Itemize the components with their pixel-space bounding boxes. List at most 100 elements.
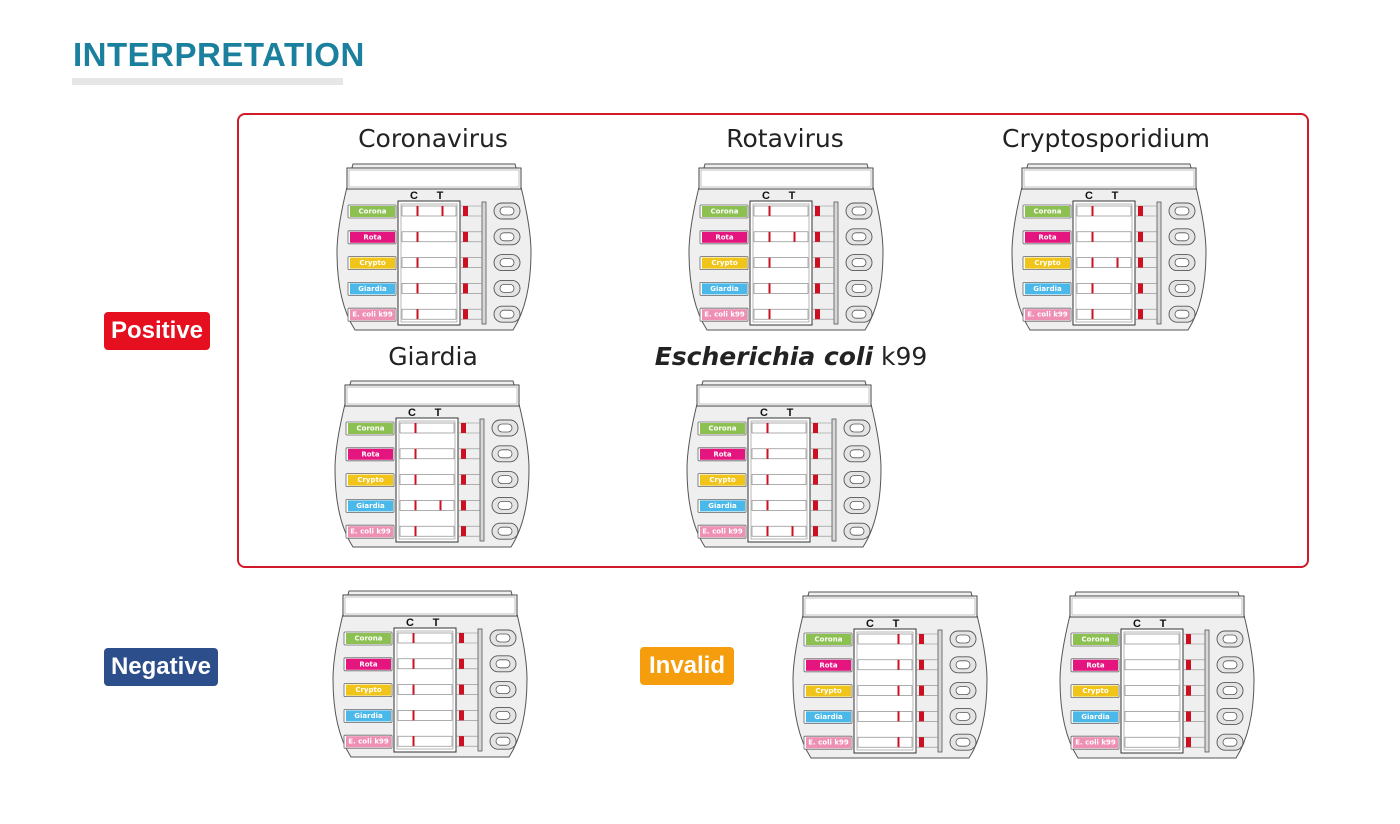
side-marker bbox=[815, 283, 820, 294]
side-marker bbox=[815, 309, 820, 320]
result-row: Rota bbox=[803, 656, 977, 674]
result-row: Corona bbox=[697, 419, 871, 437]
control-line bbox=[416, 257, 419, 268]
side-marker bbox=[1138, 231, 1143, 242]
test-line-label: T bbox=[437, 190, 444, 202]
control-line bbox=[766, 474, 769, 485]
strip-lane bbox=[399, 500, 455, 511]
control-line bbox=[416, 309, 419, 320]
result-row: Rota bbox=[699, 228, 873, 246]
test-line-label: T bbox=[787, 407, 794, 419]
row-label: Rota bbox=[363, 233, 382, 241]
test-line-label: T bbox=[435, 407, 442, 419]
device-window bbox=[802, 595, 978, 618]
sample-well-hole bbox=[955, 712, 971, 721]
test-line-label: T bbox=[1160, 618, 1167, 630]
sample-well-hole bbox=[849, 449, 865, 459]
row-label: Corona bbox=[711, 208, 739, 216]
result-row: Giardia bbox=[803, 707, 977, 725]
strip-frame-inner bbox=[1075, 203, 1133, 323]
row-label-chip bbox=[702, 257, 747, 269]
device-window-inner bbox=[1071, 597, 1243, 616]
test-line-label: T bbox=[433, 617, 440, 629]
strip-lane bbox=[1124, 633, 1180, 645]
side-marker bbox=[1138, 257, 1143, 268]
result-row: Corona bbox=[347, 202, 521, 220]
result-row: Crypto bbox=[345, 471, 519, 489]
row-label: Giardia bbox=[358, 285, 387, 293]
result-row: E. coli k99 bbox=[343, 732, 517, 750]
row-label-chip bbox=[1073, 737, 1118, 749]
test-line bbox=[793, 231, 796, 242]
sample-well-hole bbox=[499, 284, 515, 293]
result-row: Giardia bbox=[697, 496, 871, 514]
sample-well-hole bbox=[497, 526, 513, 536]
sample-well-hole bbox=[851, 206, 867, 216]
row-label: E. coli k99 bbox=[808, 739, 849, 747]
test-line bbox=[897, 659, 900, 670]
side-marker bbox=[1186, 659, 1191, 670]
control-line bbox=[414, 474, 417, 485]
strip-frame-inner bbox=[750, 420, 808, 540]
sample-well-hole bbox=[955, 686, 971, 695]
control-line bbox=[412, 633, 415, 643]
result-row: Crypto bbox=[347, 254, 521, 272]
control-line-label: C bbox=[1085, 190, 1093, 202]
strip-lane bbox=[397, 684, 453, 695]
sample-well-hole bbox=[499, 258, 515, 267]
row-label-chip bbox=[1073, 711, 1118, 723]
sample-well-hole bbox=[497, 475, 513, 484]
control-line-label: C bbox=[410, 190, 418, 202]
test-line-label: T bbox=[789, 190, 796, 202]
strip-lane bbox=[1124, 736, 1180, 748]
result-row: Giardia bbox=[1022, 279, 1196, 297]
row-label-chip bbox=[346, 658, 391, 670]
strip-lane bbox=[399, 448, 455, 460]
device-side-bar bbox=[479, 418, 485, 542]
row-label: Rota bbox=[819, 661, 838, 669]
row-label-chip bbox=[702, 309, 747, 321]
side-marker bbox=[815, 206, 820, 216]
row-label: Rota bbox=[1086, 661, 1105, 669]
row-label-chip bbox=[700, 423, 745, 434]
sample-well-hole bbox=[495, 633, 511, 643]
test-line bbox=[439, 500, 442, 511]
control-line-label: C bbox=[866, 618, 874, 630]
result-row: Rota bbox=[697, 445, 871, 463]
control-line bbox=[768, 309, 771, 320]
control-line bbox=[412, 658, 415, 669]
row-label: Rota bbox=[361, 450, 380, 458]
strip-lane bbox=[753, 231, 809, 243]
result-row: Crypto bbox=[697, 471, 871, 489]
strip-lane bbox=[1076, 283, 1132, 294]
sample-well-hole bbox=[1174, 232, 1190, 242]
row-label: Corona bbox=[357, 425, 385, 433]
strip-lane bbox=[401, 205, 457, 217]
side-marker bbox=[463, 257, 468, 268]
row-label-chip bbox=[350, 309, 395, 321]
result-row: Crypto bbox=[803, 682, 977, 700]
result-row: Rota bbox=[347, 228, 521, 246]
test-line bbox=[441, 206, 444, 216]
strip-lane bbox=[399, 474, 455, 485]
side-marker bbox=[813, 526, 818, 537]
result-row: E. coli k99 bbox=[697, 522, 871, 540]
result-row: Crypto bbox=[699, 254, 873, 272]
row-label-chip bbox=[1025, 257, 1070, 269]
result-row: Corona bbox=[345, 419, 519, 437]
sample-well-hole bbox=[497, 449, 513, 459]
sample-well-hole bbox=[499, 232, 515, 242]
test-line bbox=[897, 711, 900, 722]
control-line bbox=[412, 710, 415, 721]
result-row: Corona bbox=[803, 630, 977, 648]
strip-lane bbox=[397, 710, 453, 721]
row-label: Crypto bbox=[359, 259, 386, 267]
